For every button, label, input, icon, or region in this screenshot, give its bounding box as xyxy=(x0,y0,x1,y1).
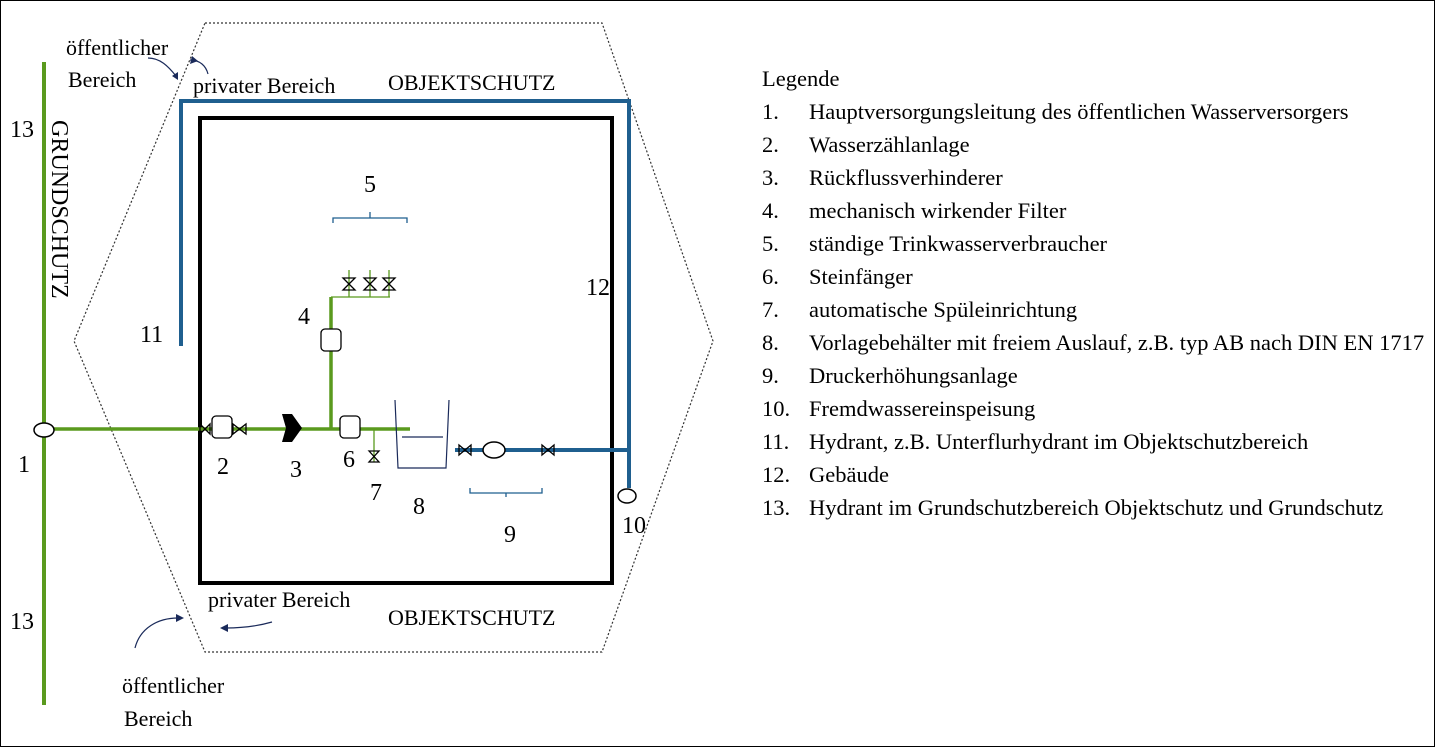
stone-trap-icon xyxy=(339,415,361,439)
arrow-private-top-head xyxy=(190,56,198,64)
label-public-area-bottom-1: öffentlicher xyxy=(122,673,225,698)
legend-item-text: Steinfänger xyxy=(809,264,913,289)
legend-item: 13. Hydrant im Grundschutzbereich Objekts… xyxy=(762,491,1434,524)
water-meter-icon xyxy=(199,415,247,439)
legend-item-number: 10. xyxy=(762,396,791,421)
number-13-top: 13 xyxy=(10,117,34,143)
legend-item-number: 3. xyxy=(762,165,779,190)
booster-valve-left-icon xyxy=(458,443,472,457)
label-public-area-bottom-2: Bereich xyxy=(124,706,192,731)
mechanical-filter-icon xyxy=(320,328,342,352)
legend-item-number: 12. xyxy=(762,462,791,487)
label-private-area-top: privater Bereich xyxy=(193,73,335,98)
legend-item: 7. automatische Spüleinrichtung xyxy=(762,293,1434,326)
backflow-preventer-icon xyxy=(282,414,302,442)
legend-item-number: 11. xyxy=(762,429,790,454)
legend-item: 9. Druckerhöhungsanlage xyxy=(762,359,1434,392)
legend-item: 10. Fremdwassereinspeisung xyxy=(762,392,1434,425)
consumer-valves-icon xyxy=(341,277,397,291)
label-grundschutz: GRUNDSCHUTZ xyxy=(46,120,72,299)
legend-item: 11. Hydrant, z.B. Unterflurhydrant im Obj… xyxy=(762,425,1434,458)
legend-item: 2. Wasserzählanlage xyxy=(762,128,1434,161)
legend-item-text: Hydrant, z.B. Unterflurhydrant im Objekt… xyxy=(809,429,1309,454)
main-line-hydrant-symbol xyxy=(33,422,55,438)
objektschutz-zone xyxy=(73,22,714,653)
label-private-area-bottom: privater Bereich xyxy=(208,587,350,612)
arrow-public-bottom xyxy=(134,617,179,649)
number-11: 11 xyxy=(140,322,163,348)
legend-item-text: ständige Trinkwasserverbraucher xyxy=(809,231,1108,256)
number-10: 10 xyxy=(622,513,646,539)
number-6: 6 xyxy=(343,447,355,473)
legend-item-number: 7. xyxy=(762,297,779,322)
legend-item-text: Rückflussverhinderer xyxy=(809,165,1003,190)
legend-item-text: Hauptversorgungsleitung des öffentlichen… xyxy=(809,99,1349,124)
number-9: 9 xyxy=(504,522,516,548)
legend-item: 1. Hauptversorgungsleitung des öffentlich… xyxy=(762,95,1434,128)
legend-item-text: Gebäude xyxy=(809,462,889,487)
flushing-valve-icon xyxy=(367,450,381,463)
legend-item: 12. Gebäude xyxy=(762,458,1434,491)
number-8: 8 xyxy=(413,494,425,520)
number-12: 12 xyxy=(586,275,610,301)
arrow-public-bottom-head xyxy=(176,614,184,622)
arrow-public-top xyxy=(147,57,177,77)
legend-item: 4. mechanisch wirkender Filter xyxy=(762,194,1434,227)
arrow-private-bottom-head xyxy=(220,624,228,632)
number-1: 1 xyxy=(18,452,30,478)
legend-item-number: 1. xyxy=(762,99,779,124)
legend-item-number: 13. xyxy=(762,495,791,520)
number-2: 2 xyxy=(217,454,229,480)
building xyxy=(198,116,614,585)
legend-item-number: 6. xyxy=(762,264,779,289)
legend-item-text: Druckerhöhungsanlage xyxy=(809,363,1018,388)
booster-pump-icon xyxy=(482,441,506,459)
consumers-brace xyxy=(332,212,408,223)
hydrant-10-symbol xyxy=(617,488,637,504)
booster-brace xyxy=(469,488,543,497)
label-public-area-top-2: Bereich xyxy=(68,67,136,92)
number-4: 4 xyxy=(298,304,310,330)
legend-item-number: 2. xyxy=(762,132,779,157)
arrow-public-top-head xyxy=(172,72,178,80)
legend: Legende 1. Hauptversorgungsleitung des öf… xyxy=(762,62,1434,524)
break-tank-icon xyxy=(394,399,450,469)
legend-list: 1. Hauptversorgungsleitung des öffentlich… xyxy=(762,95,1434,524)
legend-item: 3. Rückflussverhinderer xyxy=(762,161,1434,194)
legend-item-text: Vorlagebehälter mit freiem Auslauf, z.B.… xyxy=(809,330,1425,355)
legend-item-text: automatische Spüleinrichtung xyxy=(809,297,1078,322)
number-3: 3 xyxy=(290,457,302,483)
legend-item-number: 4. xyxy=(762,198,779,223)
legend-item: 8. Vorlagebehälter mit freiem Auslauf, z.… xyxy=(762,326,1434,359)
legend-item-text: mechanisch wirkender Filter xyxy=(809,198,1067,223)
arrow-private-bottom xyxy=(225,621,273,629)
legend-item-text: Wasserzählanlage xyxy=(809,132,970,157)
legend-item-number: 9. xyxy=(762,363,779,388)
label-objektschutz-top: OBJEKTSCHUTZ xyxy=(388,70,555,95)
water-supply-diagram: öffentlicher Bereich privater Bereich OB… xyxy=(10,22,714,731)
legend-title: Legende xyxy=(762,66,840,91)
legend-item: 5. ständige Trinkwasserverbraucher xyxy=(762,227,1434,260)
number-13-bottom: 13 xyxy=(10,609,34,635)
number-7: 7 xyxy=(370,480,382,506)
label-objektschutz-bottom: OBJEKTSCHUTZ xyxy=(388,605,555,630)
fire-water-pipe-main xyxy=(179,99,631,488)
label-public-area-top-1: öffentlicher xyxy=(66,35,169,60)
legend-item-number: 5. xyxy=(762,231,779,256)
legend-item-text: Fremdwassereinspeisung xyxy=(809,396,1036,421)
legend-item-number: 8. xyxy=(762,330,779,355)
booster-valve-right-icon xyxy=(541,443,555,457)
legend-item-text: Hydrant im Grundschutzbereich Objektschu… xyxy=(809,495,1384,520)
number-5: 5 xyxy=(364,172,376,198)
legend-item: 6. Steinfänger xyxy=(762,260,1434,293)
